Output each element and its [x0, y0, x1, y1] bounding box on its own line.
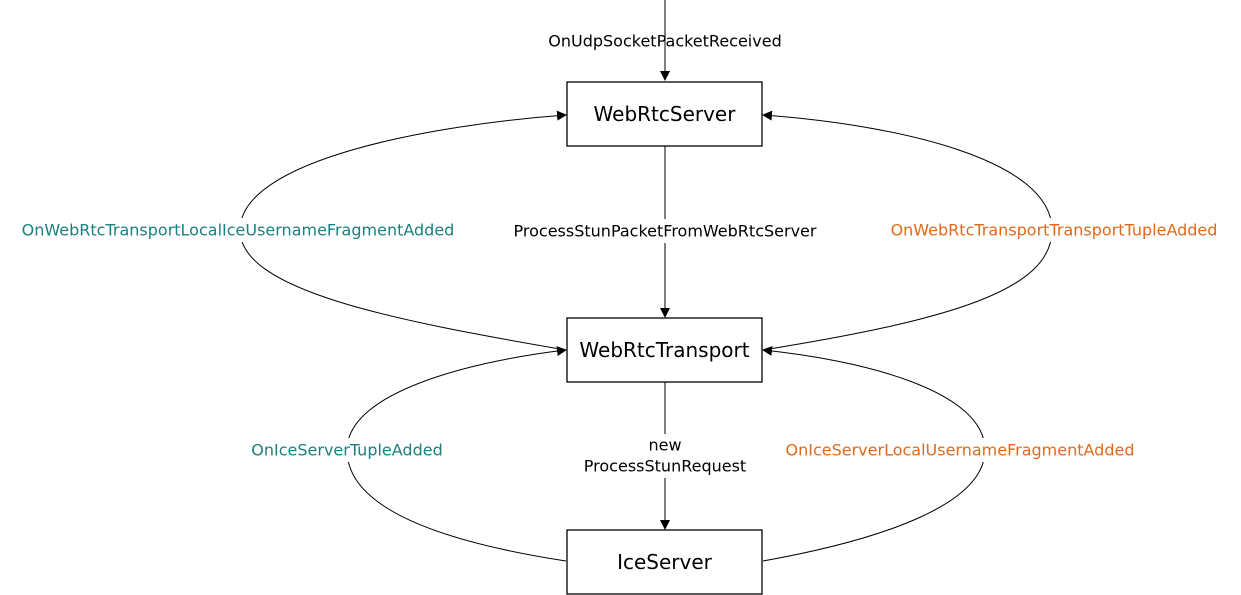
- node-webrtc-transport-label: WebRtcTransport: [579, 338, 749, 362]
- label-on-webrtc-transport-transport-tuple-added: OnWebRtcTransportTransportTupleAdded: [891, 221, 1218, 240]
- label-on-ice-server-local-username-fragment-added: OnIceServerLocalUsernameFragmentAdded: [786, 441, 1135, 460]
- label-on-ice-server-tuple-added: OnIceServerTupleAdded: [251, 441, 442, 460]
- label-on-webrtc-transport-local-ice-username-fragment-added: OnWebRtcTransportLocalIceUsernameFragmen…: [22, 221, 455, 240]
- label-process-stun-packet-from-webrtc-server: ProcessStunPacketFromWebRtcServer: [514, 222, 817, 241]
- node-ice-server-label: IceServer: [617, 550, 713, 574]
- node-webrtc-server: WebRtcServer: [566, 81, 763, 147]
- label-new: new: [648, 436, 681, 455]
- node-webrtc-server-label: WebRtcServer: [594, 102, 737, 126]
- node-ice-server: IceServer: [566, 529, 763, 595]
- label-process-stun-request: ProcessStunRequest: [584, 457, 746, 476]
- node-webrtc-transport: WebRtcTransport: [566, 317, 763, 383]
- label-on-udp-socket-packet-received: OnUdpSocketPacketReceived: [548, 32, 781, 51]
